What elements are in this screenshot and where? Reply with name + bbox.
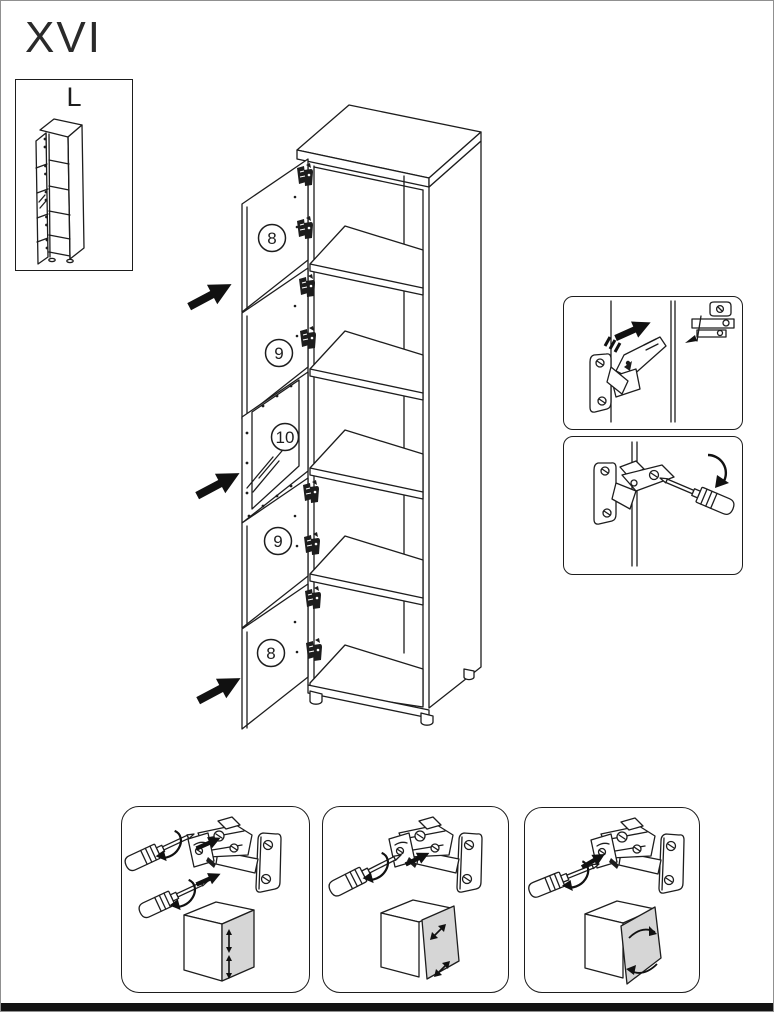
part-badge-label: 9: [273, 532, 282, 551]
hinge-arm: [607, 337, 666, 397]
detail-box-hinge-screw: [563, 436, 743, 575]
insert-arrow-icons: [184, 274, 246, 711]
part-badge-9-upper: 9: [266, 340, 293, 367]
part-badge-9-lower: 9: [265, 528, 292, 555]
height-adjust-arrows: [226, 929, 232, 979]
panel-label: L: [66, 82, 82, 112]
part-badge-8-top: 8: [259, 225, 286, 252]
insert-arrow-icon: [192, 463, 245, 506]
cabinet-carcass: [297, 105, 481, 725]
thumbnail-cabinet-drawing: [16, 80, 130, 267]
hinge-assembly: [590, 817, 685, 894]
hinge-arm: [612, 461, 674, 509]
mounting-plate: [594, 463, 616, 524]
main-assembly-drawing: 8 9 10 9 8: [184, 89, 581, 749]
hinge-top-view: [685, 302, 734, 343]
screwdriver-icon: [122, 826, 198, 874]
detail-box-hinge-clip: [563, 296, 743, 430]
step-title: XVI: [25, 13, 102, 62]
mounting-plate: [590, 354, 611, 412]
part-badge-label: 8: [266, 644, 275, 663]
insert-arrow-icon: [193, 668, 246, 711]
adjust-box-depth: [322, 806, 509, 993]
part-badge-label: 9: [274, 344, 283, 363]
push-arrow-icon: [612, 314, 655, 347]
adjust-box-tilt: [524, 807, 700, 993]
cabinet-feet: [310, 669, 474, 725]
clip-arrow-icon: [685, 335, 697, 343]
rotate-arrow-icon: [708, 455, 729, 488]
mini-cabinet: [585, 901, 661, 984]
part-badge-label: 10: [276, 428, 295, 447]
mini-cabinet: [381, 900, 459, 979]
insert-arrow-icon: [184, 274, 237, 317]
tilt-adjust-arrows: [626, 926, 657, 975]
part-badge-label: 8: [267, 229, 276, 248]
depth-adjust-arrows: [430, 924, 450, 977]
part-badge-10-glass: 10: [272, 424, 299, 451]
hinge-assembly: [388, 816, 483, 893]
mini-cabinet-outline: [36, 119, 84, 264]
panel-thumbnail-box: L: [15, 79, 133, 271]
mini-cabinet: [184, 902, 254, 981]
motion-hatch-lines: [605, 337, 620, 352]
page-footer-bar: [1, 1003, 773, 1011]
part-badge-8-bottom: 8: [258, 640, 285, 667]
adjust-box-height: [121, 806, 310, 993]
mini-hinge-dots: [43, 137, 49, 250]
glass-frame-screw-dots: [245, 384, 293, 518]
